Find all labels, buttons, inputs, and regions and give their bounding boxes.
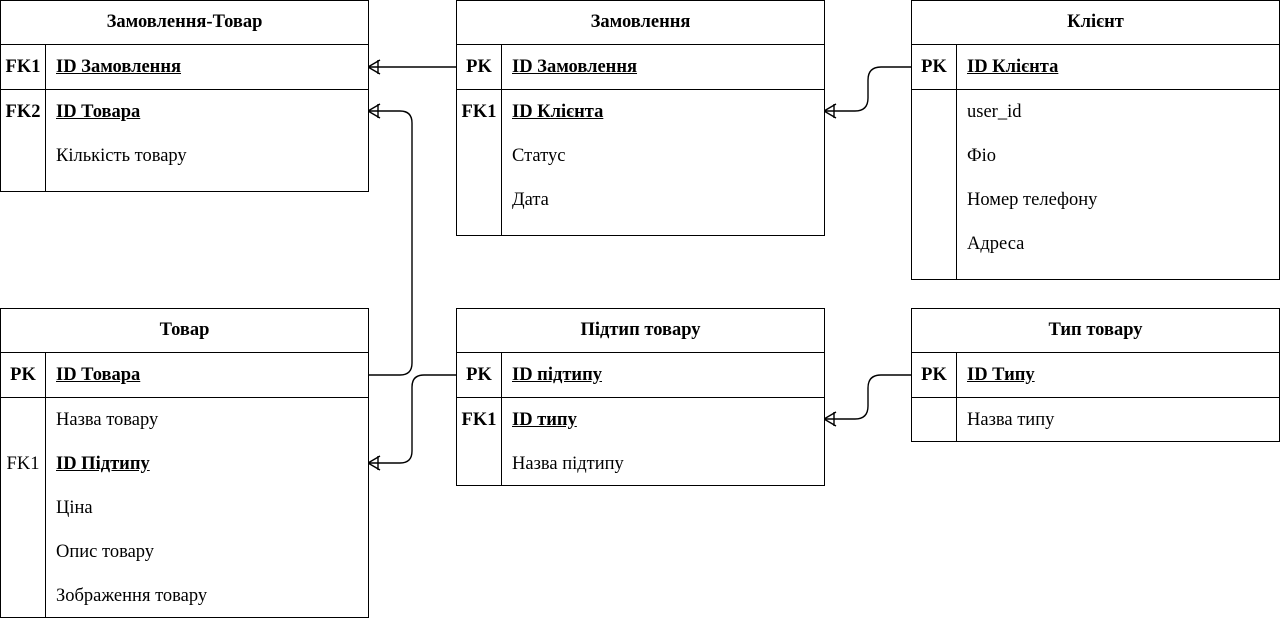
row-fk-order-id[interactable]: FK1 ID Замовлення bbox=[1, 45, 368, 90]
attribute-name: ID підтипу bbox=[512, 364, 602, 385]
key-label bbox=[1, 398, 45, 442]
attribute-name: Назва підтипу bbox=[512, 453, 624, 474]
attribute-name: ID Клієнта bbox=[512, 101, 604, 122]
link-product-to-subtype bbox=[368, 374, 457, 464]
entity-order[interactable]: Замовлення PK ID Замовлення FK1 ID Клієн… bbox=[456, 0, 825, 236]
attribute-name: Ціна bbox=[56, 497, 93, 518]
row-product-name[interactable]: Назва товару bbox=[1, 398, 368, 442]
crowfoot-order-item-product bbox=[367, 103, 381, 119]
attribute-name: Кількість товару bbox=[56, 145, 187, 166]
attribute-name: ID Типу bbox=[967, 364, 1035, 385]
key-label bbox=[912, 398, 956, 442]
link-subtype-to-type bbox=[824, 374, 912, 420]
row-fk-client-id[interactable]: FK1 ID Клієнта bbox=[457, 90, 824, 134]
attribute-name: ID Клієнта bbox=[967, 56, 1059, 77]
row-pk-subtype-id[interactable]: PK ID підтипу bbox=[457, 353, 824, 398]
attribute-name: ID Підтипу bbox=[56, 453, 150, 474]
row-address[interactable]: Адреса bbox=[912, 222, 1279, 266]
link-order-to-client bbox=[824, 66, 912, 112]
key-label bbox=[912, 90, 956, 134]
key-label bbox=[1, 530, 45, 574]
entity-client[interactable]: Клієнт PK ID Клієнта user_id Фіо Номер т… bbox=[911, 0, 1280, 280]
entity-subtype[interactable]: Підтип товару PK ID підтипу FK1 ID типу … bbox=[456, 308, 825, 486]
key-label: FK2 bbox=[5, 101, 41, 122]
entity-title: Клієнт bbox=[912, 1, 1279, 45]
link-order-item-to-product bbox=[368, 110, 413, 376]
key-label: PK bbox=[466, 56, 492, 77]
key-label: PK bbox=[921, 56, 947, 77]
key-label: PK bbox=[466, 364, 492, 385]
entity-order-item[interactable]: Замовлення-Товар FK1 ID Замовлення FK2 I… bbox=[0, 0, 369, 192]
row-fk-type-id[interactable]: FK1 ID типу bbox=[457, 398, 824, 442]
attribute-name: Статус bbox=[512, 145, 566, 166]
key-label: FK1 bbox=[461, 409, 497, 430]
attribute-name: Дата bbox=[512, 189, 549, 210]
row-status[interactable]: Статус bbox=[457, 134, 824, 178]
row-type-name[interactable]: Назва типу bbox=[912, 398, 1279, 442]
attribute-name: Фіо bbox=[967, 145, 997, 166]
key-label: PK bbox=[921, 364, 947, 385]
row-pk-order-id[interactable]: PK ID Замовлення bbox=[457, 45, 824, 90]
row-phone[interactable]: Номер телефону bbox=[912, 178, 1279, 222]
key-label bbox=[457, 178, 501, 222]
attribute-name: Зображення товару bbox=[56, 585, 208, 606]
entity-type[interactable]: Тип товару PK ID Типу Назва типу bbox=[911, 308, 1280, 442]
attribute-name: Номер телефону bbox=[967, 189, 1098, 210]
row-user-id[interactable]: user_id bbox=[912, 90, 1279, 134]
row-price[interactable]: Ціна bbox=[1, 486, 368, 530]
entity-title: Замовлення-Товар bbox=[1, 1, 368, 45]
crowfoot-product-subtype bbox=[367, 455, 381, 471]
attribute-name: ID Товара bbox=[56, 364, 141, 385]
attribute-name: ID типу bbox=[512, 409, 577, 430]
row-subtype-name[interactable]: Назва підтипу bbox=[457, 442, 824, 486]
row-full-name[interactable]: Фіо bbox=[912, 134, 1279, 178]
attribute-name: user_id bbox=[967, 101, 1022, 122]
key-label bbox=[912, 134, 956, 178]
row-pk-product-id[interactable]: PK ID Товара bbox=[1, 353, 368, 398]
attribute-name: Адреса bbox=[967, 233, 1025, 254]
entity-title: Товар bbox=[1, 309, 368, 353]
key-label bbox=[1, 134, 45, 178]
key-label bbox=[912, 178, 956, 222]
crowfoot-order-client bbox=[823, 103, 837, 119]
key-label: FK1 bbox=[6, 453, 40, 474]
key-label bbox=[912, 222, 956, 266]
attribute-name: ID Замовлення bbox=[56, 56, 182, 77]
entity-title: Тип товару bbox=[912, 309, 1279, 353]
key-label: FK1 bbox=[5, 56, 41, 77]
key-label bbox=[457, 134, 501, 178]
row-description[interactable]: Опис товару bbox=[1, 530, 368, 574]
row-fk-subtype-id[interactable]: FK1 ID Підтипу bbox=[1, 442, 368, 486]
key-label: PK bbox=[10, 364, 36, 385]
attribute-name: Назва типу bbox=[967, 409, 1055, 430]
key-label bbox=[457, 442, 501, 486]
crowfoot-order-item-order bbox=[367, 59, 381, 75]
row-pk-type-id[interactable]: PK ID Типу bbox=[912, 353, 1279, 398]
key-label bbox=[1, 486, 45, 530]
entity-product[interactable]: Товар PK ID Товара Назва товару FK1 ID П… bbox=[0, 308, 369, 618]
row-pk-client-id[interactable]: PK ID Клієнта bbox=[912, 45, 1279, 90]
attribute-name: ID Товара bbox=[56, 101, 141, 122]
attribute-name: Назва товару bbox=[56, 409, 159, 430]
attribute-name: ID Замовлення bbox=[512, 56, 638, 77]
key-label: FK1 bbox=[461, 101, 497, 122]
row-fk-product-id[interactable]: FK2 ID Товара bbox=[1, 90, 368, 134]
entity-title: Замовлення bbox=[457, 1, 824, 45]
entity-title: Підтип товару bbox=[457, 309, 824, 353]
key-label bbox=[1, 574, 45, 618]
attribute-name: Опис товару bbox=[56, 541, 155, 562]
crowfoot-subtype-type bbox=[823, 411, 837, 427]
row-quantity[interactable]: Кількість товару bbox=[1, 134, 368, 178]
row-image[interactable]: Зображення товару bbox=[1, 574, 368, 618]
row-date[interactable]: Дата bbox=[457, 178, 824, 222]
